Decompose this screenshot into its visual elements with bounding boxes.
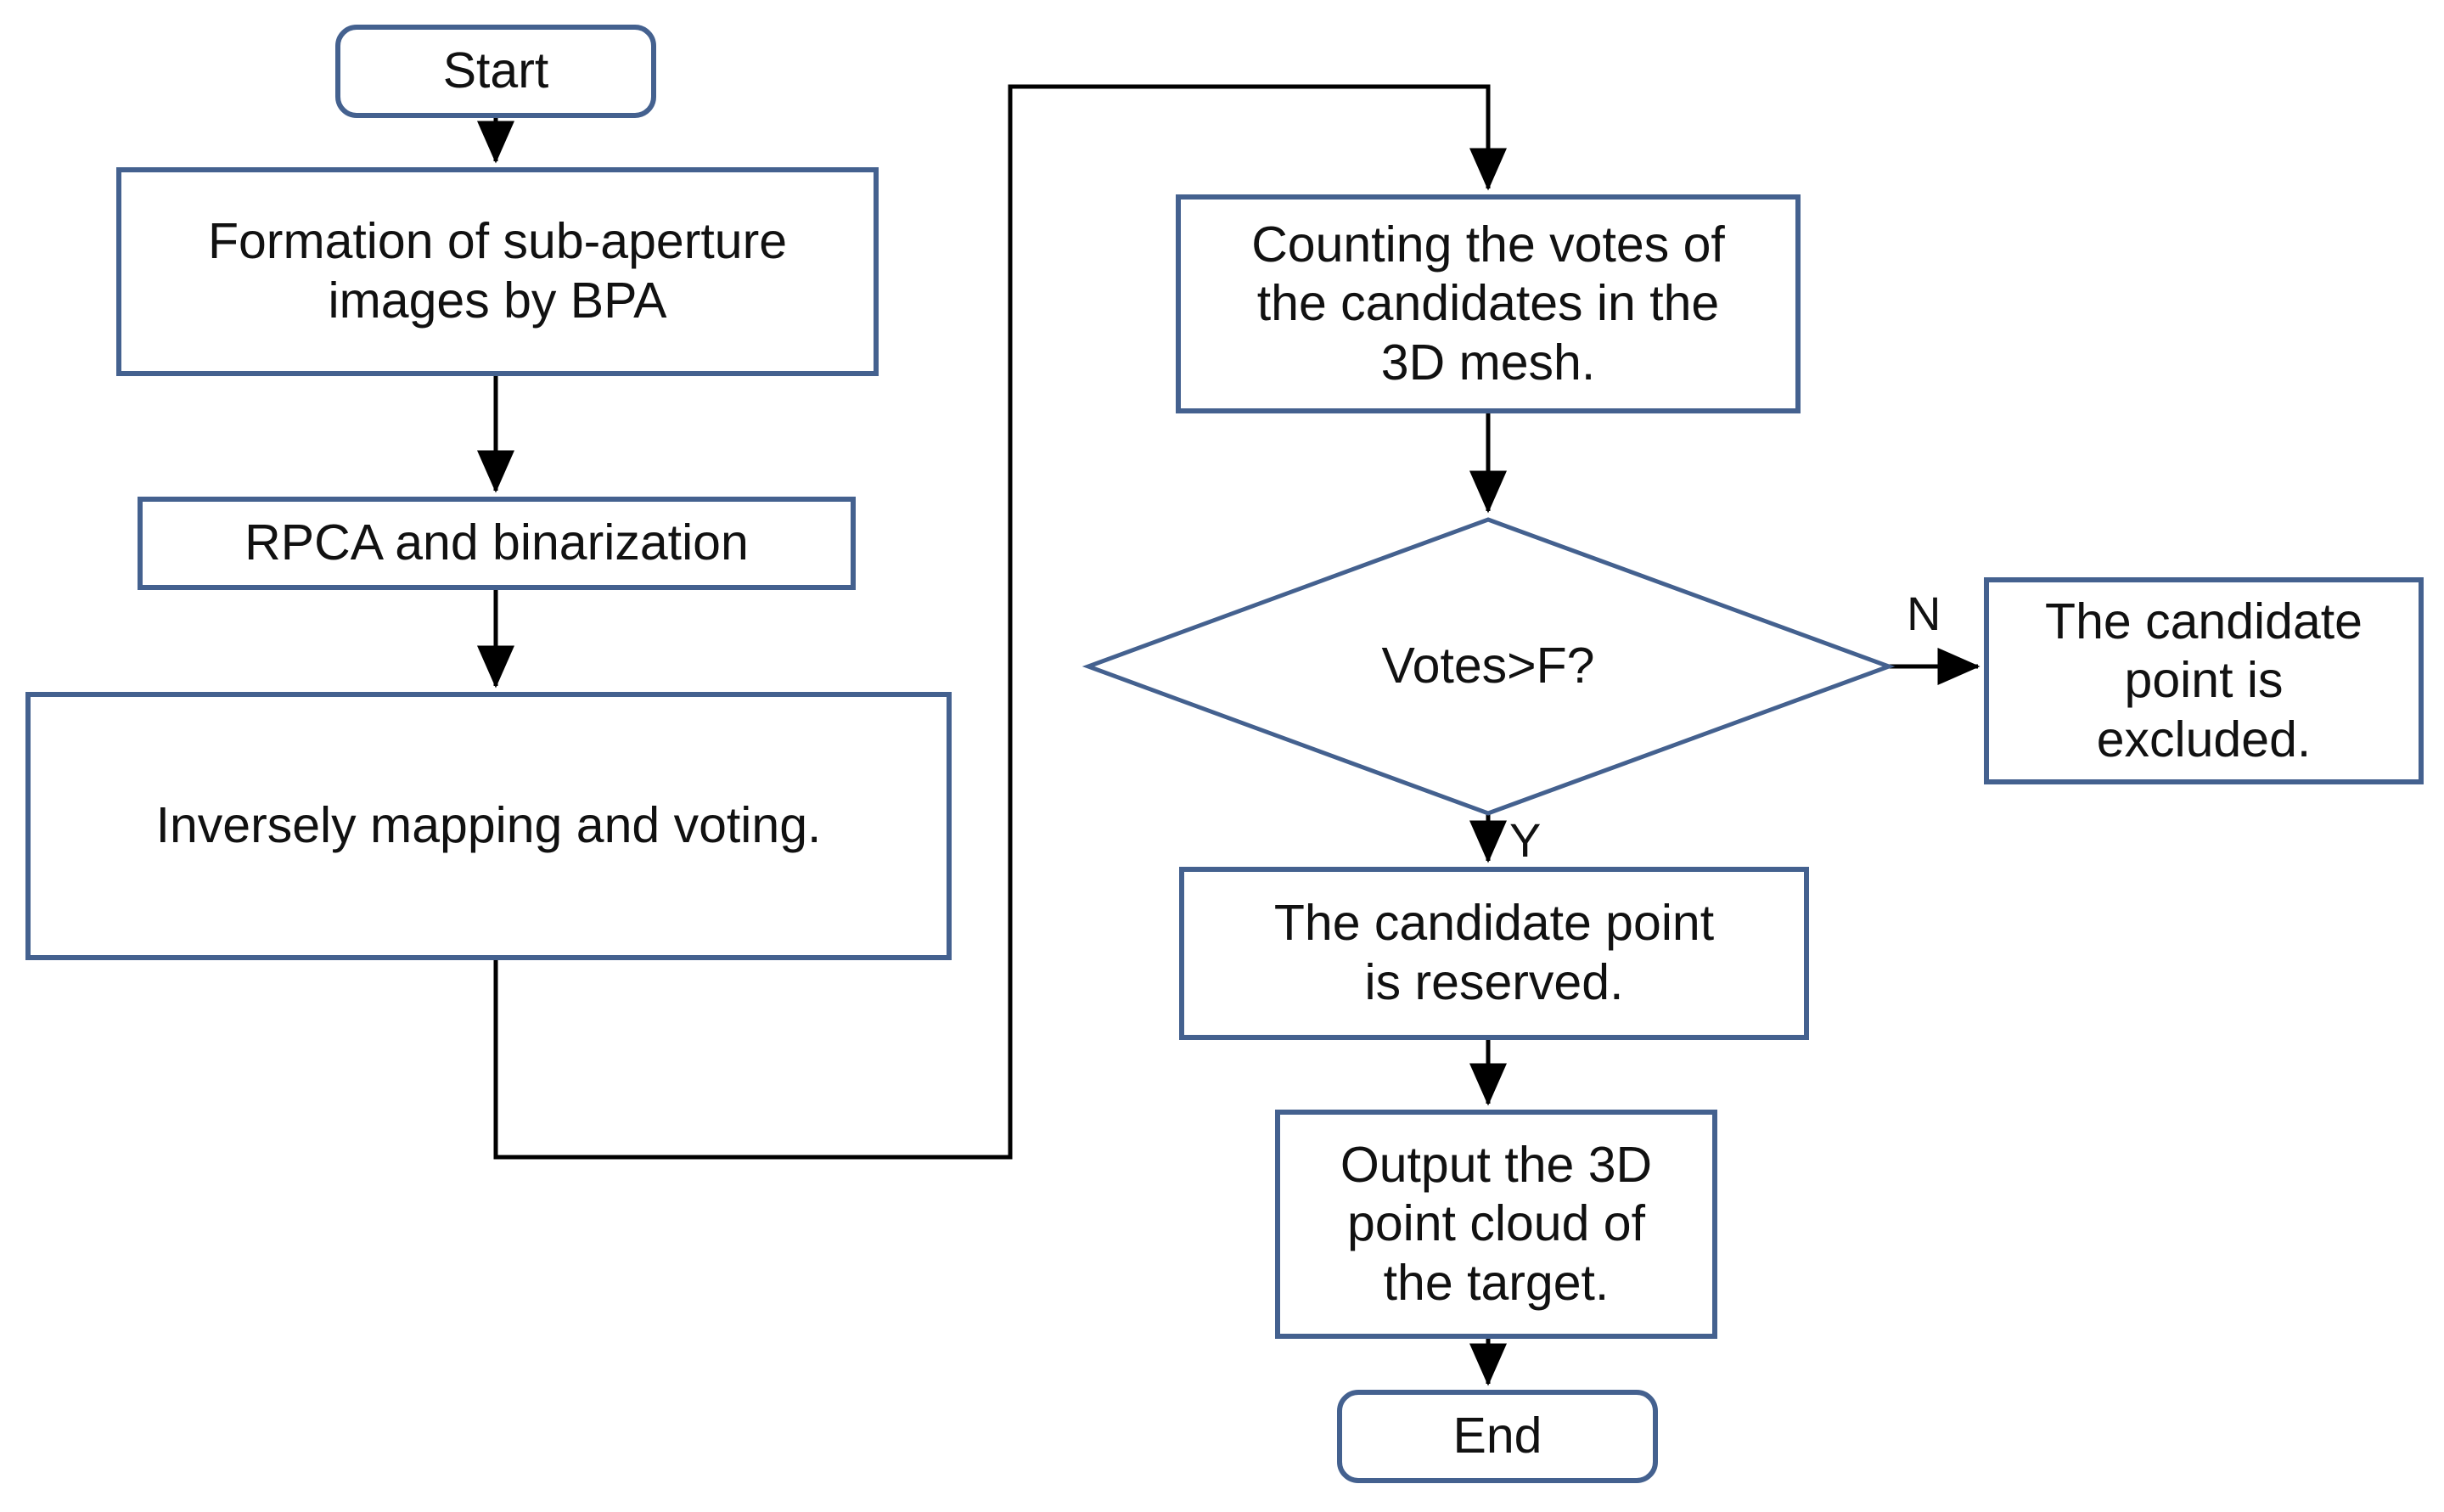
node-excluded-shape[interactable] bbox=[1984, 577, 2424, 784]
node-inverse-shape[interactable] bbox=[25, 692, 952, 960]
node-start-shape[interactable] bbox=[335, 25, 656, 118]
connector-inverse-to-counting bbox=[493, 84, 1507, 1160]
node-output-shape[interactable] bbox=[1275, 1110, 1717, 1339]
node-end-shape[interactable] bbox=[1337, 1390, 1658, 1483]
node-formation-shape[interactable] bbox=[116, 167, 879, 376]
node-counting-shape[interactable] bbox=[1176, 194, 1801, 413]
node-reserved-shape[interactable] bbox=[1179, 867, 1809, 1040]
node-rpca-shape[interactable] bbox=[138, 497, 856, 590]
edge-label-yes: Y bbox=[1509, 813, 1542, 867]
node-decision-shape[interactable] bbox=[1082, 517, 1896, 816]
edge-label-no: N bbox=[1907, 587, 1941, 640]
